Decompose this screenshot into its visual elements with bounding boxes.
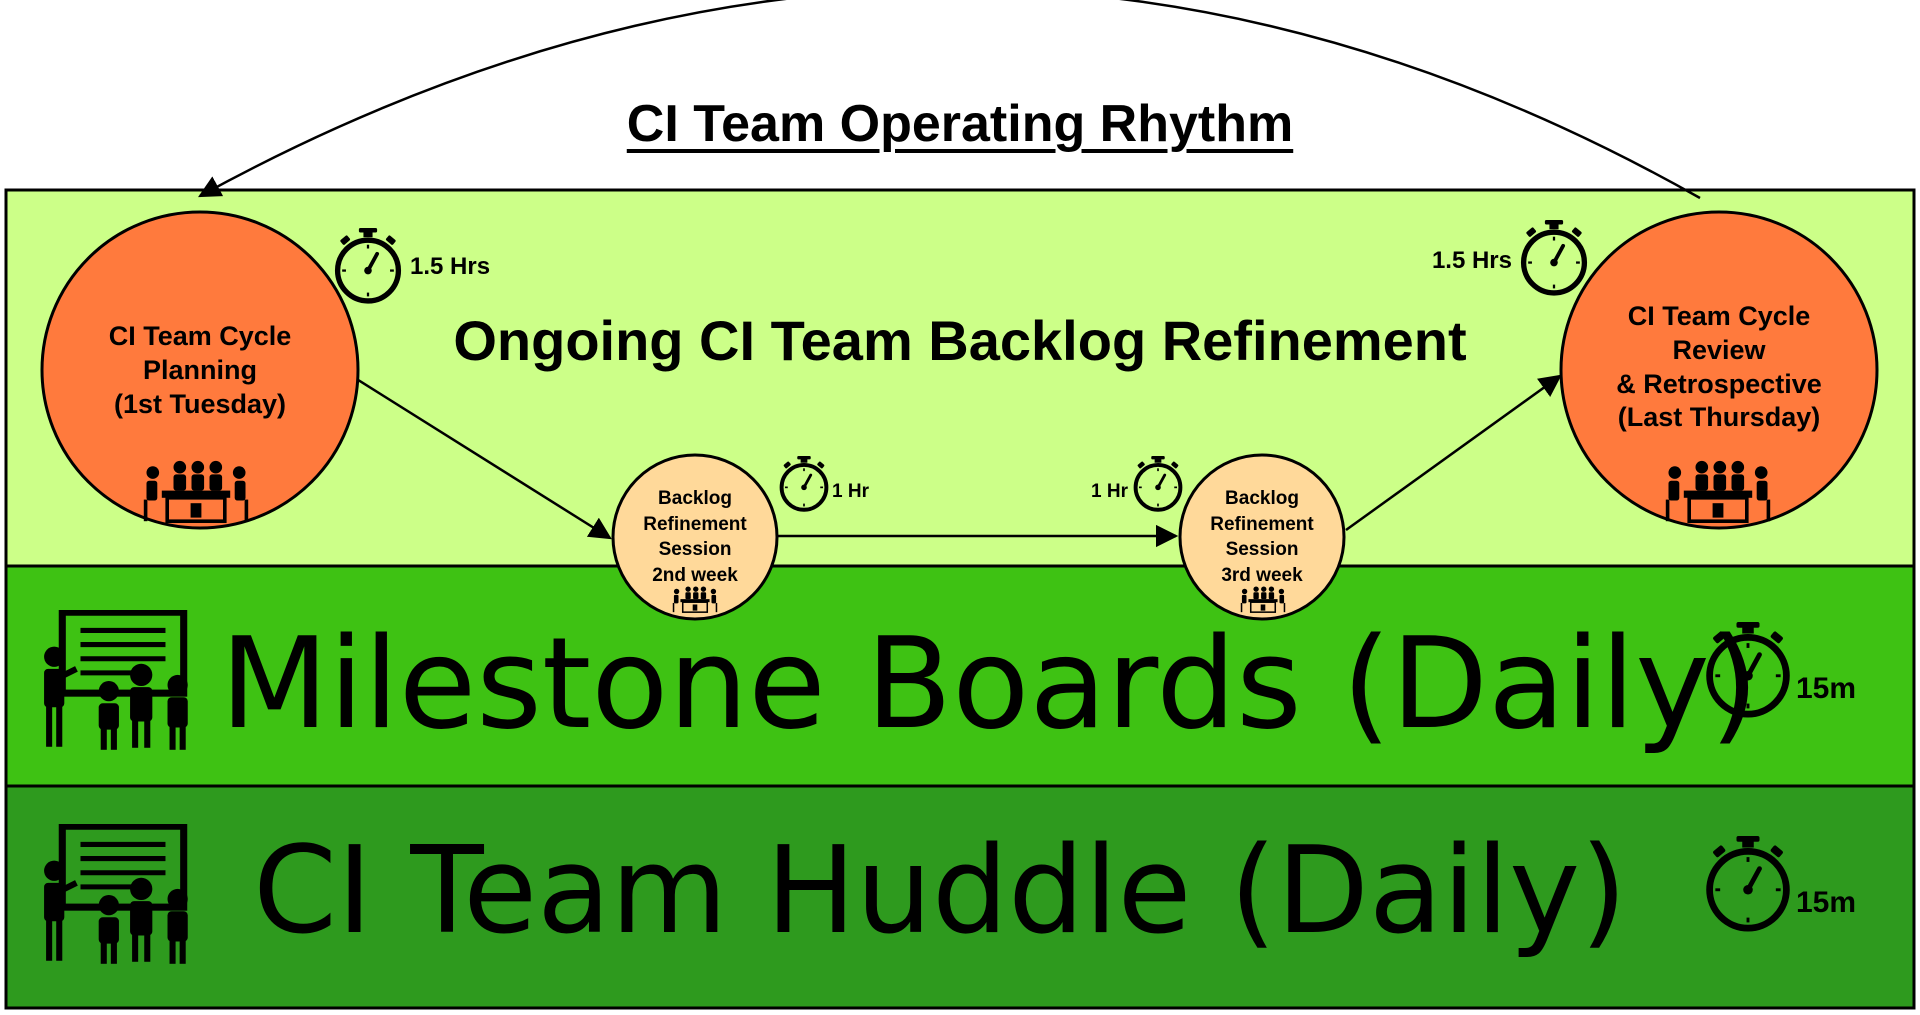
page-title: CI Team Operating Rhythm: [626, 95, 1294, 153]
milestone-band: [4, 564, 1916, 788]
session-to-review-arrow: [1345, 374, 1562, 532]
session-3rd-circle: [1178, 453, 1346, 621]
huddle-label: CI Team Huddle (Daily): [253, 822, 1627, 961]
huddle-duration: 15m: [1796, 886, 1857, 919]
review-duration: 1.5 Hrs: [1431, 247, 1512, 274]
session-2nd-line: 2nd week: [652, 564, 738, 586]
session-3rd-line: Session: [1225, 539, 1299, 561]
session-2nd-duration: 1 Hr: [832, 481, 869, 502]
huddle-band: [4, 784, 1916, 1010]
review-label: CI Team Cycle Review & Retrospective (La…: [1574, 300, 1864, 435]
session-3rd-duration: 1 Hr: [1091, 481, 1128, 502]
review-line: & Retrospective: [1616, 368, 1822, 399]
session-2nd-line: Backlog: [658, 488, 732, 509]
milestone-duration: 15m: [1796, 672, 1857, 705]
session-3rd-line: 3rd week: [1221, 564, 1303, 586]
cycle-return-arrow: [198, 0, 1701, 200]
milestone-boards-label: Milestone Boards (Daily): [220, 610, 1759, 757]
planning-circle: [40, 210, 360, 530]
planning-line: Planning: [143, 354, 257, 385]
review-line: CI Team Cycle: [1627, 301, 1811, 331]
session-2nd-circle: [611, 453, 779, 621]
session-3rd-line: Backlog: [1225, 488, 1299, 509]
session-2nd-line: Session: [658, 539, 732, 561]
backlog-heading: Ongoing CI Team Backlog Refinement: [453, 309, 1467, 372]
planning-line: CI Team Cycle: [108, 321, 292, 351]
review-circle: [1559, 210, 1879, 530]
planning-label: CI Team Cycle Planning (1st Tuesday): [60, 320, 340, 421]
planning-duration: 1.5 Hrs: [410, 253, 491, 280]
planning-to-session-arrow: [354, 376, 612, 540]
planning-line: (1st Tuesday): [113, 388, 287, 419]
session-2nd-label: Backlog Refinement Session 2nd week: [625, 486, 765, 589]
session-3rd-line: Refinement: [1210, 513, 1314, 535]
session-3rd-label: Backlog Refinement Session 3rd week: [1192, 486, 1332, 589]
review-line: (Last Thursday): [1617, 402, 1821, 433]
session-2nd-line: Refinement: [643, 513, 747, 535]
review-line: Review: [1672, 334, 1766, 365]
